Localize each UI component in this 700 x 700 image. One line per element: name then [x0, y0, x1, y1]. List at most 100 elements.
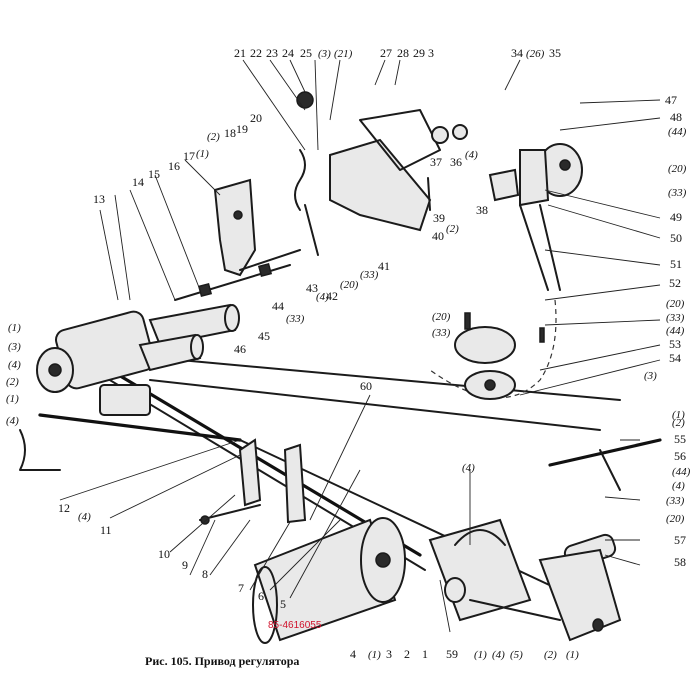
cable-51-a: [519, 204, 549, 291]
label-26-paren: (26): [526, 48, 545, 60]
label-42: 42: [326, 289, 338, 303]
housing-59-top: [454, 529, 506, 546]
label-22: 22: [250, 46, 262, 60]
label-10: 10: [158, 547, 170, 561]
left-bolt: [48, 363, 62, 377]
label-53: 53: [669, 337, 681, 351]
label-25: 25: [300, 46, 312, 60]
disc-52: [454, 326, 516, 364]
tube-46-b-end: [190, 334, 204, 360]
pin-10: [200, 515, 210, 525]
housing-top: [359, 109, 441, 171]
label-33-f: (33): [666, 495, 685, 507]
label-33-e: (33): [432, 327, 451, 339]
label-9: 9: [182, 558, 188, 572]
pulley-hub: [559, 159, 571, 171]
knob-58: [592, 618, 604, 632]
leader-lines: [59, 59, 661, 633]
label-3: 3: [386, 647, 392, 661]
label-20-c: (20): [666, 298, 685, 310]
label-1-e: (1): [368, 649, 381, 661]
label-47: 47: [665, 93, 677, 107]
drum-back: [252, 566, 278, 644]
label-21-paren: (21): [334, 48, 353, 60]
label-1-c: (1): [6, 393, 19, 405]
callout-labels: 21 22 23 24 25 (3) (21) 27 28 29 3 34 (2…: [6, 46, 691, 661]
spring-29: [294, 149, 306, 211]
part-number-stamp: 85-4616055: [268, 620, 322, 631]
part-shapes: [19, 91, 662, 644]
pulley-assembly: [429, 143, 583, 399]
label-35: 35: [549, 46, 561, 60]
label-57: 57: [674, 533, 686, 547]
drum-6: [252, 517, 406, 644]
bracket-17: [174, 178, 301, 301]
label-58: 58: [674, 555, 686, 569]
label-4-d: (4): [6, 415, 19, 427]
label-4-g: (4): [672, 480, 685, 492]
label-2-c: (2): [6, 376, 19, 388]
drum-shaft: [375, 552, 391, 568]
label-28: 28: [397, 46, 409, 60]
label-4-a: (4): [465, 149, 478, 161]
lever-arm: [239, 249, 301, 271]
cap-36: [431, 126, 449, 144]
label-11: 11: [100, 523, 112, 537]
label-5: 5: [280, 597, 286, 611]
label-20-e: (20): [666, 513, 685, 525]
label-2: 2: [404, 647, 410, 661]
label-48: 48: [670, 110, 682, 124]
label-44-a: (44): [668, 126, 687, 138]
frame-line-1: [179, 359, 621, 401]
label-4-c: (4): [8, 359, 21, 371]
knob-25: [296, 91, 314, 109]
figure-caption: Рис. 105. Привод регулятора: [145, 654, 299, 668]
top-housing: [294, 91, 468, 256]
lever-a: [238, 438, 262, 507]
bolt-44: [539, 327, 545, 343]
label-27: 27: [380, 46, 392, 60]
rod-lower: [38, 413, 242, 442]
label-49: 49: [670, 210, 682, 224]
label-40: 40: [432, 229, 444, 243]
label-43: 43: [306, 281, 318, 295]
label-21: 21: [234, 46, 246, 60]
label-34: 34: [511, 46, 523, 60]
label-4-e: (4): [78, 511, 91, 523]
label-1-g: (1): [474, 649, 487, 661]
label-33-d: (33): [666, 312, 685, 324]
label-24: 24: [282, 46, 294, 60]
bolt-42: [304, 204, 319, 256]
clamp-38: [488, 168, 520, 202]
label-33-b: (33): [286, 313, 305, 325]
label-4: 4: [350, 647, 356, 661]
housing-59: [428, 518, 561, 622]
label-2-b: (2): [446, 223, 459, 235]
label-50: 50: [670, 231, 682, 245]
label-16: 16: [168, 159, 180, 173]
label-3: 3: [428, 46, 434, 60]
bolt-20: [464, 312, 471, 330]
label-8: 8: [202, 567, 208, 581]
bracket-48: [519, 149, 550, 207]
label-5-b: (5): [510, 649, 523, 661]
bolt-40: [427, 177, 431, 211]
label-6: 6: [258, 589, 264, 603]
label-14: 14: [132, 175, 144, 189]
label-15: 15: [148, 167, 160, 181]
label-3-c: (3): [644, 370, 657, 382]
label-4-f: (4): [462, 462, 475, 474]
disc-assembly: [454, 312, 545, 400]
label-20-b: (20): [340, 279, 359, 291]
label-4-b: (4): [316, 291, 329, 303]
label-19: 19: [236, 122, 248, 136]
label-60: 60: [360, 379, 372, 393]
frame-line-2: [19, 429, 61, 471]
label-39: 39: [433, 211, 445, 225]
lever-right: [469, 599, 561, 621]
bush-59: [444, 577, 466, 603]
label-1: 1: [422, 647, 428, 661]
label-13: 13: [93, 192, 105, 206]
label-36: 36: [450, 155, 462, 169]
